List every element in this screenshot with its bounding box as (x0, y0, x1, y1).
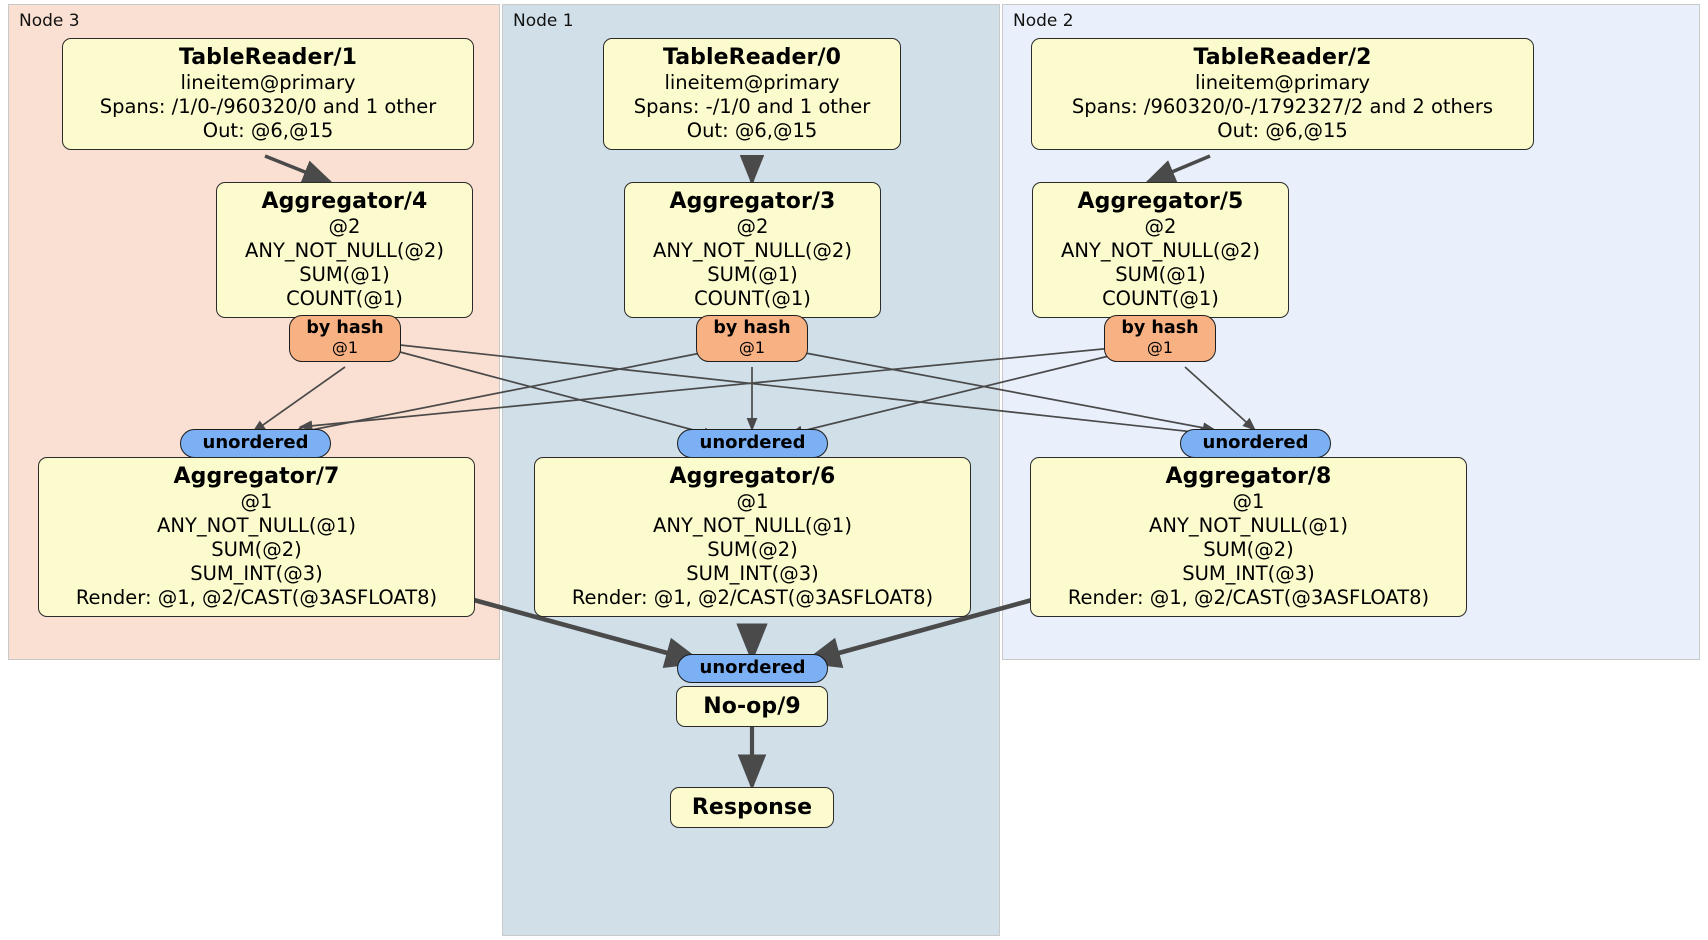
node-panel-label-node1: Node 1 (513, 11, 574, 31)
badge-sublabel: @1 (331, 337, 359, 357)
badge-label: unordered (1202, 432, 1309, 453)
box-line: @2 (736, 215, 769, 239)
box-line: lineitem@primary (1194, 71, 1371, 95)
box-line: @2 (328, 215, 361, 239)
box-line: SUM_INT(@3) (1182, 562, 1315, 585)
box-line: Out: @6,@15 (686, 119, 818, 143)
box-aggregator-8[interactable]: Aggregator/8 @1 ANY_NOT_NULL(@1) SUM(@2)… (1030, 457, 1467, 617)
box-line: @1 (1232, 490, 1265, 514)
box-aggregator-5[interactable]: Aggregator/5 @2 ANY_NOT_NULL(@2) SUM(@1)… (1032, 182, 1289, 318)
box-line: SUM(@2) (1203, 538, 1294, 562)
box-title: TableReader/0 (662, 45, 842, 70)
badge-unordered-right[interactable]: unordered (1180, 429, 1331, 459)
box-line: lineitem@primary (180, 71, 356, 95)
box-line: SUM_INT(@3) (686, 562, 819, 585)
box-line: Render: @1, @2/CAST(@3ASFLOAT8) (571, 585, 934, 609)
badge-unordered-final[interactable]: unordered (677, 654, 828, 684)
box-aggregator-3[interactable]: Aggregator/3 @2 ANY_NOT_NULL(@2) SUM(@1)… (624, 182, 881, 318)
box-line: Spans: -/1/0 and 1 other (633, 95, 871, 119)
box-line: ANY_NOT_NULL(@1) (157, 514, 356, 538)
box-line: SUM(@1) (707, 263, 798, 287)
box-line: COUNT(@1) (1102, 287, 1219, 310)
badge-unordered-center[interactable]: unordered (677, 429, 828, 459)
box-line: ANY_NOT_NULL(@2) (1061, 239, 1260, 263)
box-line: lineitem@primary (664, 71, 840, 95)
badge-label: unordered (202, 432, 309, 453)
box-line: SUM(@2) (707, 538, 798, 562)
box-line: @1 (240, 490, 273, 514)
box-title: Aggregator/4 (261, 189, 428, 214)
badge-label: unordered (699, 432, 806, 453)
box-line: Spans: /960320/0-/1792327/2 and 2 others (1071, 95, 1494, 119)
box-aggregator-6[interactable]: Aggregator/6 @1 ANY_NOT_NULL(@1) SUM(@2)… (534, 457, 971, 617)
box-title: No-op/9 (703, 694, 801, 719)
node-panel-label-node2: Node 2 (1013, 11, 1074, 31)
box-line: ANY_NOT_NULL(@1) (653, 514, 852, 538)
box-line: ANY_NOT_NULL(@1) (1149, 514, 1348, 538)
box-line: SUM_INT(@3) (190, 562, 323, 585)
box-line: SUM(@1) (1115, 263, 1206, 287)
box-line: COUNT(@1) (694, 287, 811, 310)
box-line: Render: @1, @2/CAST(@3ASFLOAT8) (1067, 585, 1430, 609)
box-aggregator-4[interactable]: Aggregator/4 @2 ANY_NOT_NULL(@2) SUM(@1)… (216, 182, 473, 318)
badge-sublabel: @1 (1146, 337, 1174, 357)
badge-by-hash-center[interactable]: by hash @1 (696, 315, 808, 362)
box-line: @1 (736, 490, 769, 514)
box-table-reader-2[interactable]: TableReader/2 lineitem@primary Spans: /9… (1031, 38, 1534, 150)
box-response[interactable]: Response (670, 787, 834, 829)
box-title: Response (691, 795, 813, 820)
box-line: ANY_NOT_NULL(@2) (653, 239, 852, 263)
badge-label: by hash (1121, 318, 1199, 338)
box-title: Aggregator/7 (173, 464, 340, 489)
box-table-reader-0[interactable]: TableReader/0 lineitem@primary Spans: -/… (603, 38, 901, 150)
badge-label: unordered (699, 657, 806, 678)
node-panel-label-node3: Node 3 (19, 11, 80, 31)
box-title: Aggregator/5 (1077, 189, 1244, 214)
box-line: Out: @6,@15 (202, 119, 334, 143)
badge-label: by hash (306, 318, 384, 338)
box-line: Render: @1, @2/CAST(@3ASFLOAT8) (75, 585, 438, 609)
badge-by-hash-left[interactable]: by hash @1 (289, 315, 401, 362)
box-table-reader-1[interactable]: TableReader/1 lineitem@primary Spans: /1… (62, 38, 474, 150)
box-line: SUM(@2) (211, 538, 302, 562)
box-line: SUM(@1) (299, 263, 390, 287)
box-line: COUNT(@1) (286, 287, 403, 310)
box-title: TableReader/1 (178, 45, 358, 70)
box-line: Spans: /1/0-/960320/0 and 1 other (99, 95, 437, 119)
box-aggregator-7[interactable]: Aggregator/7 @1 ANY_NOT_NULL(@1) SUM(@2)… (38, 457, 475, 617)
box-title: Aggregator/3 (669, 189, 836, 214)
box-no-op-9[interactable]: No-op/9 (676, 686, 828, 728)
box-line: ANY_NOT_NULL(@2) (245, 239, 444, 263)
badge-sublabel: @1 (738, 337, 766, 357)
badge-unordered-left[interactable]: unordered (180, 429, 331, 459)
badge-label: by hash (713, 318, 791, 338)
box-title: TableReader/2 (1193, 45, 1372, 70)
box-title: Aggregator/6 (669, 464, 836, 489)
box-line: @2 (1144, 215, 1177, 239)
badge-by-hash-right[interactable]: by hash @1 (1104, 315, 1216, 362)
box-title: Aggregator/8 (1165, 464, 1332, 489)
box-line: Out: @6,@15 (1217, 119, 1348, 143)
